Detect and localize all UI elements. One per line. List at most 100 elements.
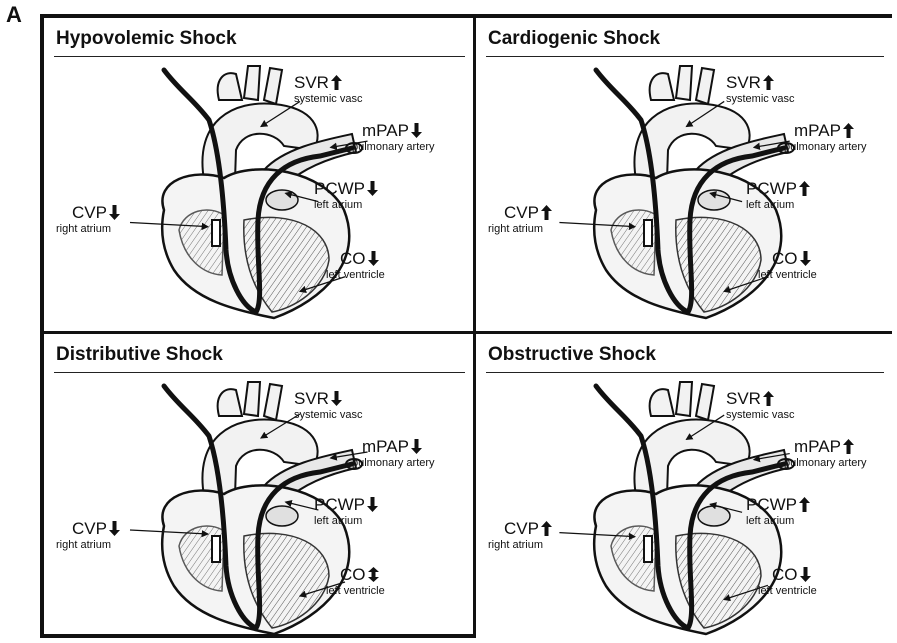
co-sublabel: left ventricle: [758, 269, 817, 282]
mpap-group: mPAP pulmonary artery: [794, 122, 867, 154]
vessel-middle: [244, 382, 260, 416]
cvp-sublabel: right atrium: [488, 223, 552, 236]
pcwp-label: PCWP: [314, 179, 365, 198]
pcwp-arrow-icon: [799, 497, 810, 512]
svr-group: SVR systemic vasc: [726, 390, 794, 422]
co-label: CO: [340, 249, 366, 268]
svr-arrow-icon: [763, 75, 774, 90]
co-group: CO left ventricle: [772, 566, 817, 598]
co-sublabel: left ventricle: [326, 269, 385, 282]
cvp-sublabel: right atrium: [488, 539, 552, 552]
pcwp-sublabel: left atrium: [314, 199, 378, 212]
svr-arrow-icon: [331, 75, 342, 90]
pcwp-label: PCWP: [746, 179, 797, 198]
pcwp-group: PCWP left atrium: [314, 180, 378, 212]
mpap-sublabel: pulmonary artery: [784, 457, 867, 470]
svr-group: SVR systemic vasc: [294, 74, 362, 106]
cvp-arrow-icon: [109, 205, 120, 220]
left-atrium: [266, 506, 298, 526]
catheter-port: [212, 536, 220, 562]
svr-sublabel: systemic vasc: [726, 93, 794, 106]
mpap-sublabel: pulmonary artery: [352, 141, 435, 154]
co-arrow-icon: [368, 567, 379, 582]
panel-title: Obstructive Shock: [488, 344, 656, 366]
cvp-arrow-icon: [109, 521, 120, 536]
co-sublabel: left ventricle: [758, 585, 817, 598]
vessel-right: [696, 68, 714, 104]
mpap-sublabel: pulmonary artery: [784, 141, 867, 154]
cvp-arrow-icon: [541, 521, 552, 536]
pcwp-arrow-icon: [799, 181, 810, 196]
svr-label: SVR: [726, 73, 761, 92]
pcwp-arrow-icon: [367, 497, 378, 512]
vessel-middle: [676, 382, 692, 416]
co-label: CO: [340, 565, 366, 584]
title-underline: [54, 372, 465, 373]
vessel-left: [650, 73, 674, 100]
panel-title: Cardiogenic Shock: [488, 28, 660, 50]
cvp-arrow-icon: [541, 205, 552, 220]
panel-title: Hypovolemic Shock: [56, 28, 237, 50]
pcwp-sublabel: left atrium: [314, 515, 378, 528]
vessel-left: [650, 389, 674, 416]
panel-obstructive: Obstructive Shock SVR systemic vasc m: [473, 331, 892, 638]
catheter-port: [644, 536, 652, 562]
mpap-group: mPAP pulmonary artery: [794, 438, 867, 470]
pcwp-group: PCWP left atrium: [746, 496, 810, 528]
shock-panels-grid: Hypovolemic Shock SVR systemic vasc m: [40, 14, 892, 638]
co-arrow-icon: [368, 251, 379, 266]
mpap-label: mPAP: [794, 121, 841, 140]
vessel-middle: [676, 66, 692, 100]
mpap-group: mPAP pulmonary artery: [362, 438, 435, 470]
title-underline: [486, 372, 884, 373]
mpap-group: mPAP pulmonary artery: [362, 122, 435, 154]
title-underline: [486, 56, 884, 57]
mpap-arrow-icon: [411, 123, 422, 138]
co-arrow-icon: [800, 567, 811, 582]
cvp-group: CVP right atrium: [56, 520, 120, 552]
cvp-label: CVP: [72, 203, 107, 222]
co-label: CO: [772, 249, 798, 268]
svr-sublabel: systemic vasc: [294, 409, 362, 422]
svr-arrow-icon: [763, 391, 774, 406]
catheter-port: [212, 220, 220, 246]
co-arrow-icon: [800, 251, 811, 266]
vessel-left: [218, 73, 242, 100]
co-label: CO: [772, 565, 798, 584]
cvp-group: CVP right atrium: [56, 204, 120, 236]
left-atrium: [698, 190, 730, 210]
panel-cardiogenic: Cardiogenic Shock SVR systemic vasc m: [473, 14, 892, 334]
pcwp-label: PCWP: [746, 495, 797, 514]
vessel-middle: [244, 66, 260, 100]
cvp-label: CVP: [72, 519, 107, 538]
co-group: CO left ventricle: [772, 250, 817, 282]
svr-group: SVR systemic vasc: [294, 390, 362, 422]
svr-arrow-icon: [331, 391, 342, 406]
mpap-label: mPAP: [362, 121, 409, 140]
svr-label: SVR: [294, 389, 329, 408]
co-sublabel: left ventricle: [326, 585, 385, 598]
mpap-label: mPAP: [794, 437, 841, 456]
catheter-port: [644, 220, 652, 246]
pcwp-label: PCWP: [314, 495, 365, 514]
mpap-label: mPAP: [362, 437, 409, 456]
svr-label: SVR: [726, 389, 761, 408]
svr-sublabel: systemic vasc: [726, 409, 794, 422]
cvp-label: CVP: [504, 519, 539, 538]
mpap-arrow-icon: [843, 439, 854, 454]
pcwp-sublabel: left atrium: [746, 199, 810, 212]
panel-hypovolemic: Hypovolemic Shock SVR systemic vasc m: [40, 14, 476, 334]
cvp-group: CVP right atrium: [488, 204, 552, 236]
left-atrium: [266, 190, 298, 210]
cvp-group: CVP right atrium: [488, 520, 552, 552]
mpap-arrow-icon: [843, 123, 854, 138]
svr-sublabel: systemic vasc: [294, 93, 362, 106]
cvp-sublabel: right atrium: [56, 223, 120, 236]
cvp-sublabel: right atrium: [56, 539, 120, 552]
vessel-right: [264, 68, 282, 104]
svr-group: SVR systemic vasc: [726, 74, 794, 106]
co-group: CO left ventricle: [340, 566, 385, 598]
left-atrium: [698, 506, 730, 526]
panel-distributive: Distributive Shock SVR systemic vasc: [40, 331, 476, 638]
mpap-sublabel: pulmonary artery: [352, 457, 435, 470]
